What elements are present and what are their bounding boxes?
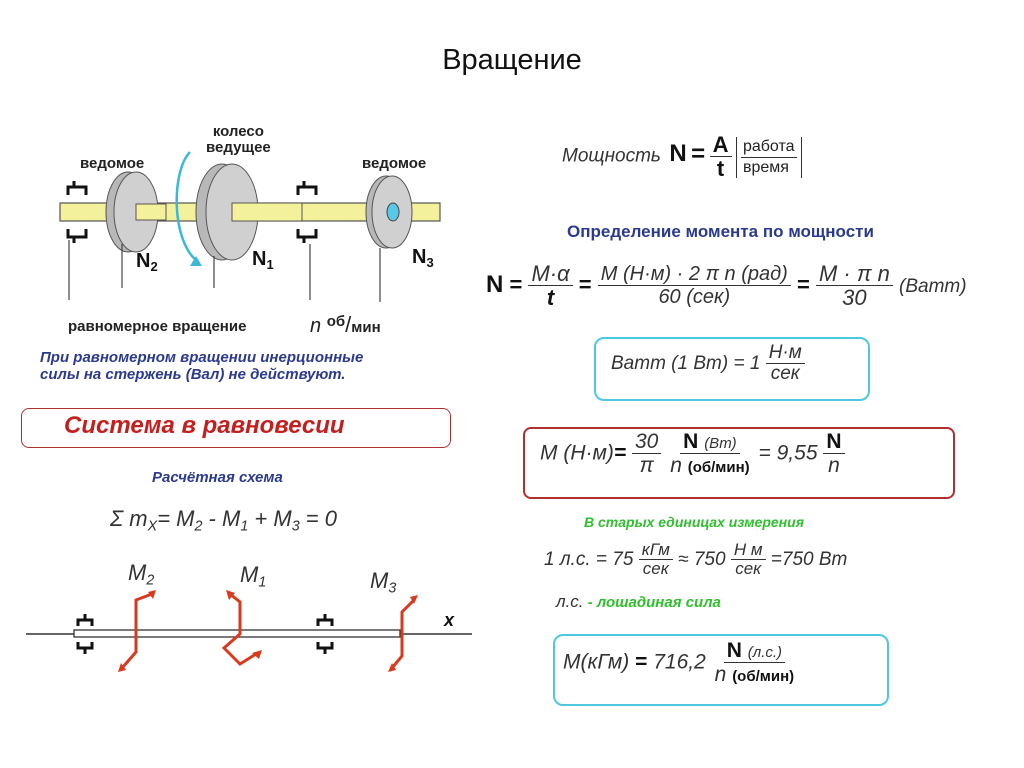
kgm-formula: M(кГм) = 716,2 N (л.с.)n (об/мин) xyxy=(563,639,795,687)
scheme-bearing-left xyxy=(76,614,94,654)
m1-label: M1 xyxy=(240,562,267,591)
n2-label: N2 xyxy=(136,250,158,274)
watt-box xyxy=(594,337,870,401)
m2-label: M2 xyxy=(128,560,155,589)
wheel-n3 xyxy=(365,175,413,249)
wheel-n1 xyxy=(195,163,303,261)
uniform-rotation-label: равномерное вращение xyxy=(68,318,247,335)
n1-label: N1 xyxy=(252,248,274,272)
equilibrium-text: Система в равновесии xyxy=(64,412,345,439)
equilibrium-box xyxy=(21,408,451,448)
horsepower-definition: л.с. - лошадиная сила xyxy=(556,592,721,611)
scheme-label: Расчётная схема xyxy=(152,469,283,486)
moment-definition-heading: Определение момента по мощности xyxy=(567,222,874,241)
rpm-label: n об/мин xyxy=(310,312,381,337)
wheel-n2 xyxy=(105,171,167,253)
shaft-diagram xyxy=(59,151,441,302)
m3-label: M3 xyxy=(370,568,397,597)
moment-m3 xyxy=(390,598,416,669)
kgm-formula-box xyxy=(553,634,889,706)
old-units-heading: В старых единицах измерения xyxy=(584,514,804,530)
driving-wheel-label: колесо ведущее xyxy=(206,123,271,156)
bearing-left xyxy=(66,181,88,243)
page-title: Вращение xyxy=(442,44,582,76)
x-axis-label: x xyxy=(444,610,455,630)
driven-right-label: ведомое xyxy=(362,155,427,172)
inertia-note: При равномерном вращении инерционные сил… xyxy=(40,349,364,383)
bearing-middle xyxy=(296,181,318,243)
scheme-diagram xyxy=(26,590,472,672)
moment-formula-box xyxy=(523,427,955,499)
scheme-bearing-right xyxy=(316,614,334,654)
moment-m2 xyxy=(120,592,153,669)
moment-m1 xyxy=(221,592,257,666)
driven-left-label: ведомое xyxy=(80,155,145,172)
n3-label: N3 xyxy=(412,246,434,270)
moment-sum-equation: Σ mX= M2 - M1 + M3 = 0 xyxy=(110,506,337,535)
rotation-arrow xyxy=(175,151,199,263)
